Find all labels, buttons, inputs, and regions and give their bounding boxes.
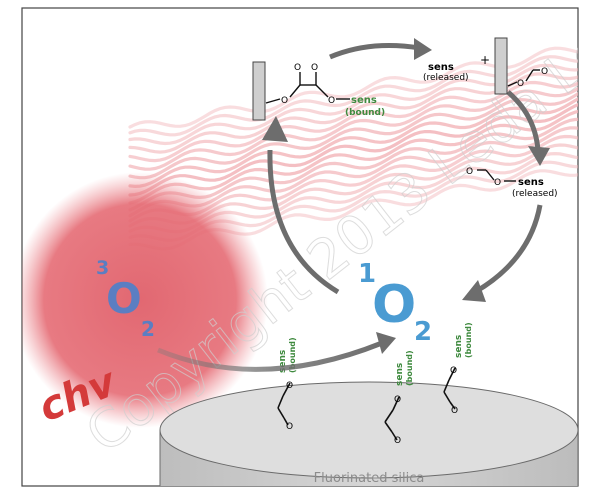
arrow-ester-to-singlet bbox=[473, 204, 543, 295]
surface-1-o-bottom: O bbox=[286, 422, 293, 432]
arrow-dioxetane-to-released bbox=[329, 42, 421, 60]
released-right-sens-label: sens bbox=[518, 177, 544, 188]
dioxetane-o-right: O bbox=[328, 96, 335, 106]
dioxetane-o-top-right: O bbox=[311, 63, 318, 73]
dioxetane-intermediate bbox=[252, 61, 350, 121]
light-wave-line bbox=[128, 55, 578, 137]
triplet-o2-symbol: O bbox=[106, 274, 142, 323]
surface-2-bound-label: (bound) bbox=[405, 350, 414, 386]
light-wave-line bbox=[128, 97, 578, 189]
surface-2-o-top: O bbox=[394, 395, 401, 405]
dioxetane-sens-label: sens bbox=[351, 95, 377, 106]
released-top-released-label: (released) bbox=[423, 73, 469, 83]
surface-sensitizer-1 bbox=[277, 382, 291, 426]
light-wave-line bbox=[128, 109, 578, 205]
surface-sensitizer-2 bbox=[384, 396, 400, 441]
triplet-o2-subscript: 2 bbox=[141, 317, 155, 341]
released-top-o-ring: O bbox=[517, 79, 524, 89]
released-top-o-carbonyl: O bbox=[541, 67, 548, 77]
released-top-plus: + bbox=[480, 53, 490, 67]
light-wave-line bbox=[128, 46, 578, 129]
surface-1-sens-label: sens bbox=[278, 350, 288, 373]
singlet-o2-superscript: 1 bbox=[358, 259, 376, 289]
surface-3-sens-label: sens bbox=[454, 335, 464, 358]
released-right-released-label: (released) bbox=[512, 189, 558, 199]
triplet-o2-superscript: 3 bbox=[96, 257, 109, 279]
light-wave-line bbox=[128, 80, 578, 163]
cycle-arrows bbox=[157, 38, 550, 372]
fluorinated-silica-label: Fluorinated silica bbox=[314, 471, 425, 486]
fluorinated-silica-disk bbox=[159, 381, 578, 486]
released-ester bbox=[477, 169, 516, 182]
arrow-singlet-to-dioxetane bbox=[267, 149, 340, 295]
surface-sensitizer-3 bbox=[443, 367, 456, 410]
surface-1-o-top: O bbox=[286, 381, 293, 391]
formate-support bbox=[494, 37, 540, 95]
surface-3-o-bottom: O bbox=[451, 406, 458, 416]
arrow-released-to-ester bbox=[506, 90, 541, 151]
surface-2-o-bottom: O bbox=[394, 436, 401, 446]
light-wave-line bbox=[128, 63, 578, 146]
singlet-o2-subscript: 2 bbox=[414, 317, 432, 347]
released-right-o-carbonyl: O bbox=[466, 167, 473, 177]
arrow-triplet-to-singlet bbox=[157, 340, 383, 372]
released-right-o-ester: O bbox=[494, 178, 501, 188]
dioxetane-o-top-left: O bbox=[294, 63, 301, 73]
singlet-o2-symbol: O bbox=[372, 275, 416, 335]
dioxetane-o-left: O bbox=[281, 96, 288, 106]
light-wave-line bbox=[128, 103, 578, 197]
light-wave-line bbox=[128, 91, 578, 180]
surface-3-o-top: O bbox=[450, 366, 457, 376]
surface-3-bound-label: (bound) bbox=[464, 322, 473, 358]
surface-2-sens-label: sens bbox=[395, 363, 405, 386]
surface-1-bound-label: (bound) bbox=[288, 337, 297, 373]
dioxetane-bound-label: (bound) bbox=[345, 108, 385, 118]
released-top-sens-label: sens bbox=[428, 62, 454, 73]
